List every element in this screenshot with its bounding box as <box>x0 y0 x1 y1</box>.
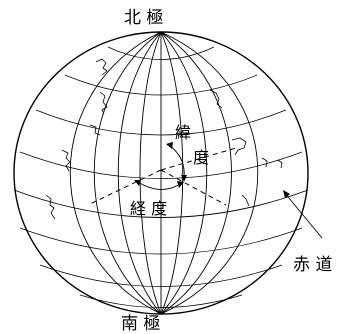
longitude-arc <box>134 180 184 190</box>
equator-line <box>13 189 309 218</box>
south-pole-label: 南 極 <box>121 314 160 334</box>
coastlines <box>45 58 283 220</box>
parallels <box>13 46 309 308</box>
equator-pointer <box>283 191 323 239</box>
equator-label: 赤 道 <box>293 255 332 275</box>
angle-radii <box>87 147 237 206</box>
latitude-arc <box>166 142 187 182</box>
latitude-label: 緯 <box>175 123 191 142</box>
north-pole-label: 北 極 <box>124 8 163 28</box>
longitude-label: 経 度 <box>130 199 167 218</box>
latitude-label-2: 度 <box>193 148 209 167</box>
